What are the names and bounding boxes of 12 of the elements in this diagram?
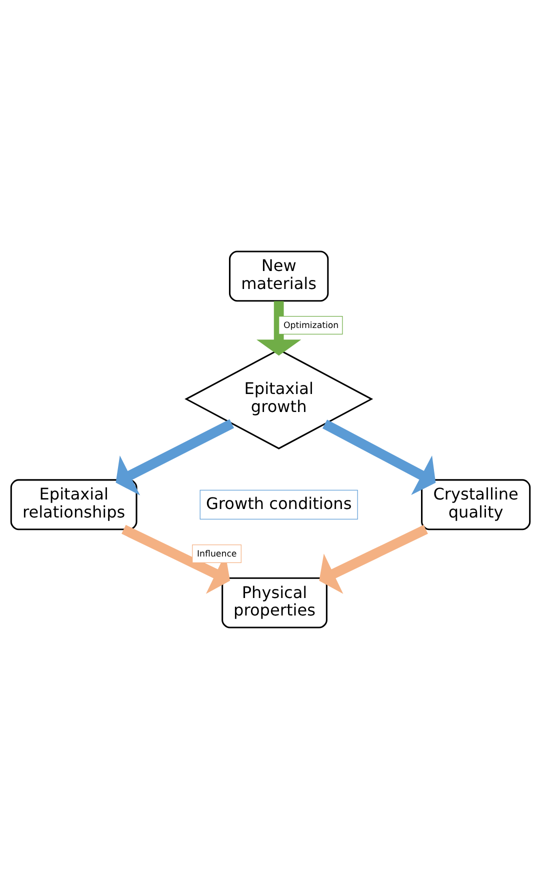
node-box: Physical properties bbox=[222, 576, 328, 628]
arrow bbox=[256, 300, 302, 356]
node-box: Epitaxial relationships bbox=[10, 478, 138, 530]
arrow bbox=[319, 524, 428, 594]
arrow bbox=[116, 418, 234, 495]
edge-label: Optimization bbox=[283, 320, 339, 330]
edge-label: Influence bbox=[197, 548, 237, 559]
node-box: Crystalline quality bbox=[421, 478, 531, 530]
arrow bbox=[322, 419, 436, 495]
node-box: New materials bbox=[228, 250, 329, 302]
arrow bbox=[122, 524, 230, 594]
label: Growth conditions bbox=[206, 493, 352, 512]
